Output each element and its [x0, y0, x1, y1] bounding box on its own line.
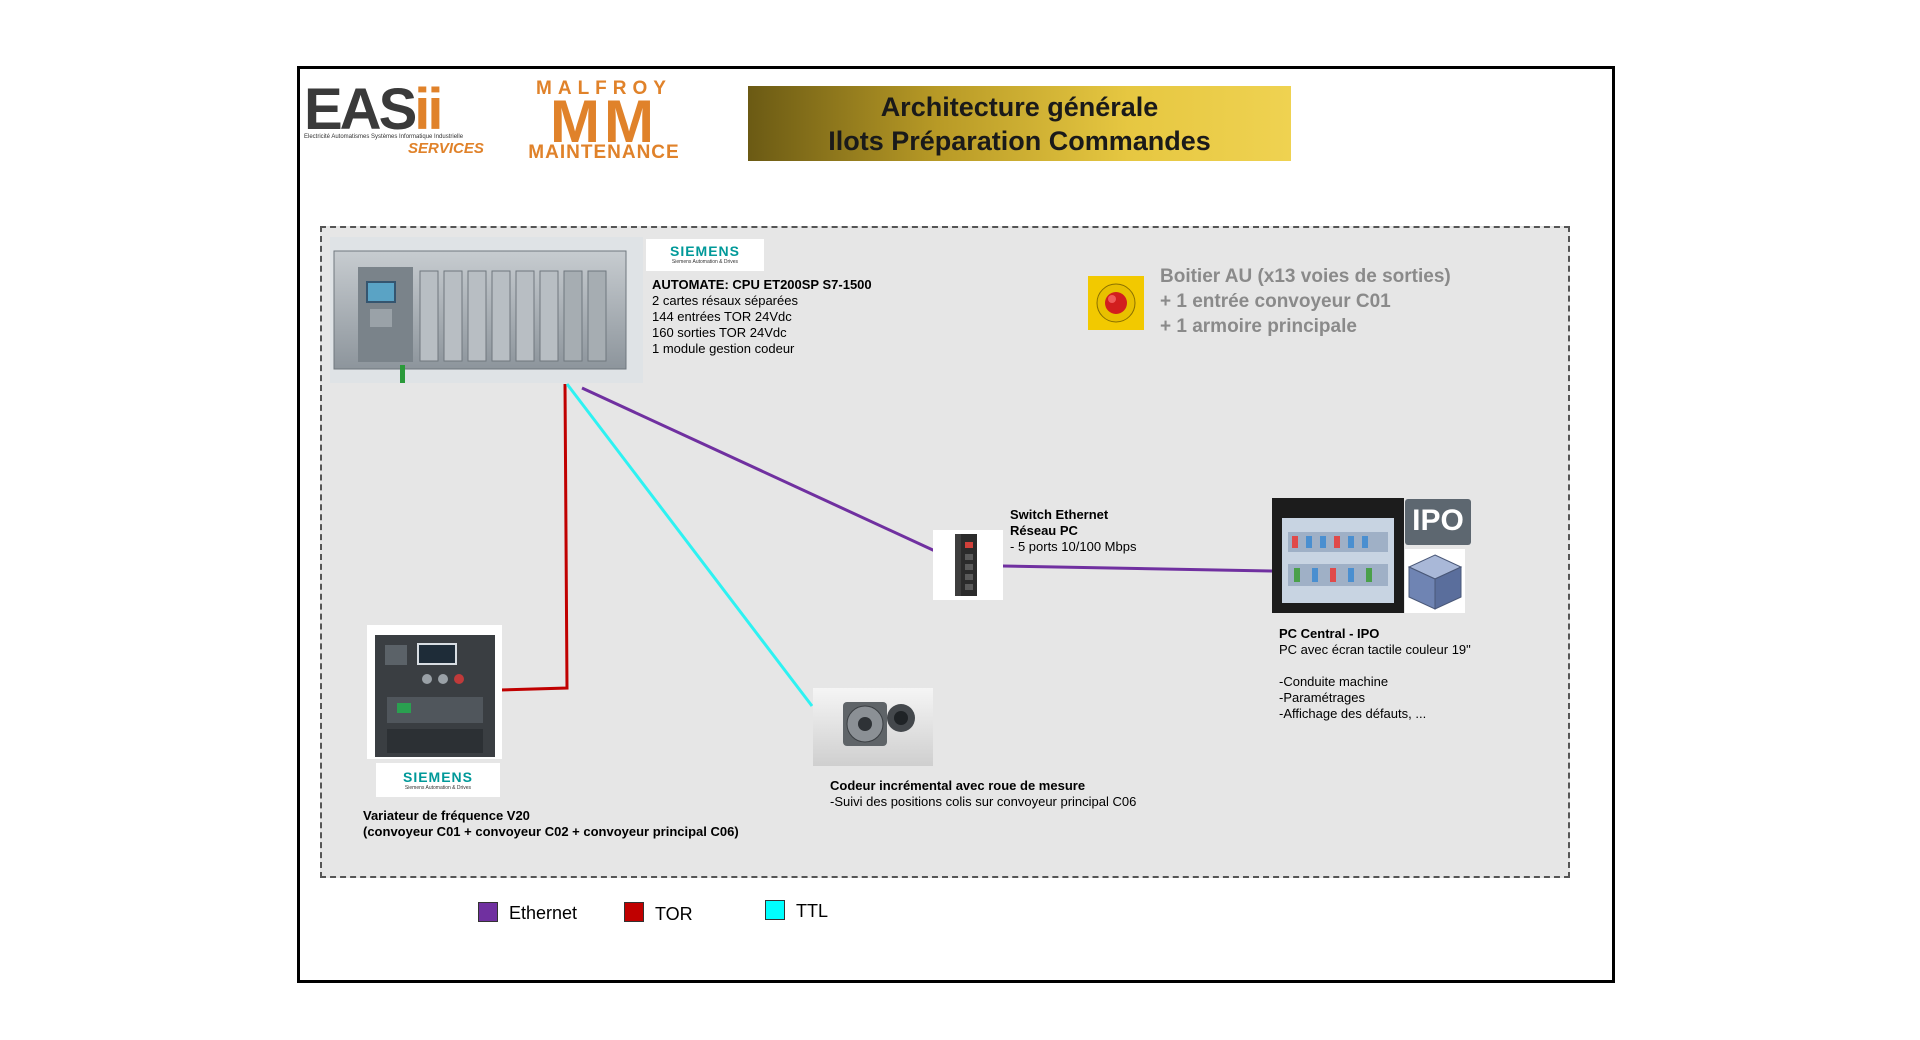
- plc-rack-icon: [330, 237, 643, 383]
- ipo-cube-icon: [1405, 549, 1465, 613]
- pc-line-2: -Paramétrages: [1279, 690, 1365, 705]
- plc-title: AUTOMATE: CPU ET200SP S7-1500: [652, 277, 872, 292]
- legend-label-ethernet: Ethernet: [509, 903, 578, 923]
- siemens-logo-drive-text: SIEMENS: [402, 769, 473, 785]
- siemens-logo-drive: SIEMENS Siemens Automation & Drives: [376, 763, 500, 797]
- ipo-badge: IPO: [1405, 499, 1471, 545]
- ttl-wire: [565, 383, 814, 707]
- title-line-2: Ilots Préparation Commandes: [828, 126, 1211, 156]
- title-line-1: Architecture générale: [880, 92, 1159, 122]
- easii-logo-mark: EASii: [304, 77, 444, 142]
- siemens-logo-plc-sub: Siemens Automation & Drives: [671, 259, 739, 265]
- malfroy-logo-top: MALFROY: [536, 78, 672, 99]
- legend-swatch-ttl: [765, 900, 785, 920]
- frequency-drive-image: [367, 625, 502, 759]
- encoder-image: [813, 688, 933, 766]
- legend-swatch-ethernet: [478, 902, 498, 922]
- easii-logo-main: EAS: [304, 77, 417, 142]
- easii-logo-tagline: Electricité Automatismes Systèmes Inform…: [304, 134, 464, 140]
- plc-line-3: 160 sorties TOR 24Vdc: [652, 325, 787, 340]
- switch-line: - 5 ports 10/100 Mbps: [1010, 539, 1137, 554]
- plc-line-1: 2 cartes résaux séparées: [652, 293, 798, 308]
- encoder-label: Codeur incrémental avec roue de mesure -…: [830, 778, 1136, 810]
- siemens-logo-plc-text: SIEMENS: [669, 243, 740, 259]
- drive-title: Variateur de fréquence V20: [363, 808, 530, 823]
- encoder-title: Codeur incrémental avec roue de mesure: [830, 778, 1086, 793]
- switch-title-1: Switch Ethernet: [1010, 507, 1109, 522]
- pc-line-3: -Affichage des défauts, ...: [1279, 706, 1427, 721]
- ethernet-wire-switch-pc: [1002, 564, 1273, 573]
- diagram-title: Architecture générale Ilots Préparation …: [748, 86, 1291, 161]
- pc-line-1: -Conduite machine: [1279, 674, 1389, 689]
- easii-logo: EASii Electricité Automatismes Systèmes …: [304, 80, 504, 162]
- pc-label: PC Central - IPO PC avec écran tactile c…: [1279, 626, 1471, 722]
- ipo-cube-graphic: [1407, 554, 1463, 610]
- au-line-2: + 1 entrée convoyeur C01: [1160, 291, 1391, 312]
- drive-sub: (convoyeur C01 + convoyeur C02 + convoye…: [363, 824, 739, 839]
- emergency-stop-button-icon: [1096, 283, 1136, 323]
- touchscreen-pc-icon: [1282, 518, 1394, 603]
- siemens-logo-drive-sub: Siemens Automation & Drives: [404, 785, 472, 791]
- drive-label: Variateur de fréquence V20 (convoyeur C0…: [363, 808, 739, 840]
- emergency-stop-icon: [1088, 276, 1144, 330]
- encoder-icon: [843, 702, 915, 746]
- pc-sub: PC avec écran tactile couleur 19": [1279, 642, 1471, 657]
- easii-logo-services: SERVICES: [408, 140, 484, 157]
- malfroy-logo-mark: MM: [550, 88, 658, 155]
- pc-title: PC Central - IPO: [1279, 626, 1380, 641]
- switch-title-2: Réseau PC: [1010, 523, 1078, 538]
- malfroy-logo-bottom: MAINTENANCE: [528, 142, 680, 163]
- ethernet-switch-icon: [955, 534, 977, 596]
- ethernet-wire-plc-switch: [581, 386, 936, 553]
- plc-line-4: 1 module gestion codeur: [652, 341, 795, 356]
- switch-label: Switch Ethernet Réseau PC - 5 ports 10/1…: [1010, 507, 1136, 555]
- malfroy-logo: MALFROY MM MAINTENANCE: [512, 78, 696, 164]
- siemens-logo-plc: SIEMENS Siemens Automation & Drives: [646, 239, 764, 271]
- au-line-1: Boitier AU (x13 voies de sorties): [1160, 266, 1451, 287]
- pc-screen-image: [1272, 498, 1404, 613]
- legend-swatch-tor: [624, 902, 644, 922]
- frequency-drive-icon: [375, 635, 495, 757]
- au-box-label: Boitier AU (x13 voies de sorties) + 1 en…: [1160, 264, 1451, 339]
- plc-image: [330, 237, 643, 383]
- legend-label-tor: TOR: [655, 904, 693, 924]
- plc-label: AUTOMATE: CPU ET200SP S7-1500 2 cartes r…: [652, 277, 872, 357]
- ethernet-switch-image: [933, 530, 1003, 600]
- legend-label-ttl: TTL: [796, 901, 829, 921]
- easii-logo-accent: ii: [414, 77, 443, 142]
- plc-line-2: 144 entrées TOR 24Vdc: [652, 309, 792, 324]
- au-line-3: + 1 armoire principale: [1160, 316, 1357, 337]
- encoder-line: -Suivi des positions colis sur convoyeur…: [830, 794, 1137, 809]
- tor-wire: [499, 383, 569, 692]
